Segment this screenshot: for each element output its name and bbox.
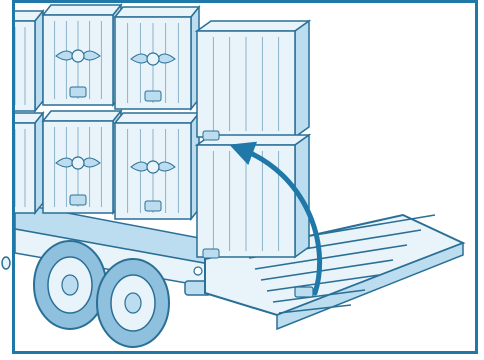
crate-handle — [70, 87, 86, 97]
crate — [197, 21, 309, 137]
front-wheel — [34, 241, 106, 329]
illustration-frame — [12, 0, 478, 354]
trailer-scene — [15, 3, 475, 351]
crate-latch — [203, 249, 219, 258]
crate — [115, 7, 199, 109]
rear-wheel — [97, 259, 169, 347]
crate — [43, 5, 121, 105]
crate — [43, 111, 121, 213]
crate-latch — [203, 131, 219, 140]
ramp-latch — [295, 287, 313, 297]
crate — [115, 113, 199, 219]
crate — [15, 113, 43, 213]
crate-handle — [145, 201, 161, 211]
crate — [15, 11, 43, 111]
crate-handle — [70, 195, 86, 205]
crate-handle — [145, 91, 161, 101]
